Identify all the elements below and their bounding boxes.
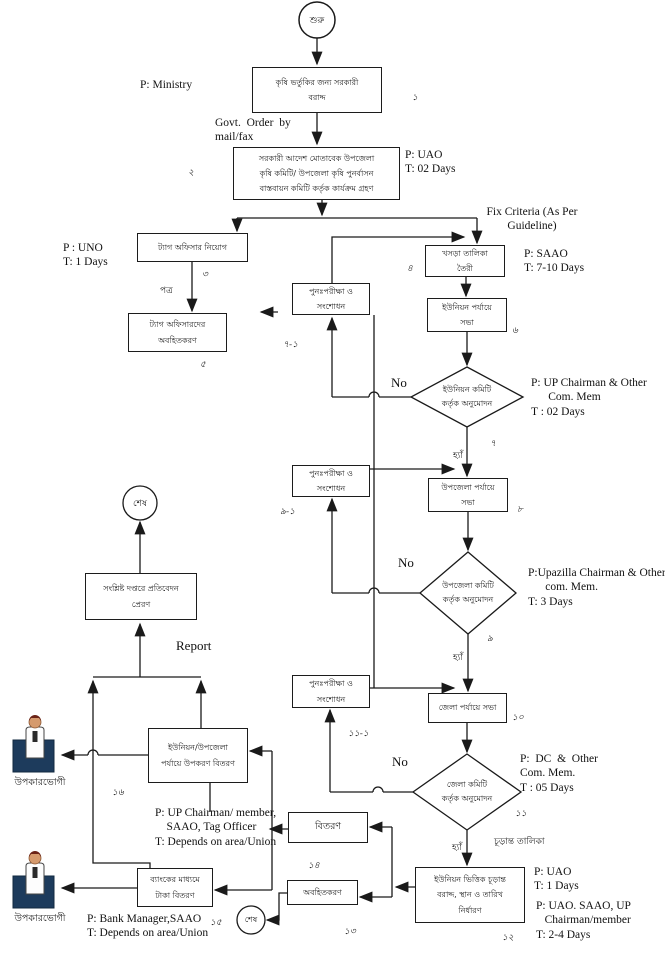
node-union-materials: ইউনিয়ন/উপজেলা পর্যায়ে উপকরণ বিতরণ <box>148 728 248 783</box>
edge-no11-recheck <box>330 710 413 793</box>
end-label-1: শেষ <box>133 498 147 509</box>
node-recheck-11-1: পুনঃপরীক্ষা ও সংশোধন <box>292 675 370 708</box>
beneficiary-icon <box>12 715 55 773</box>
node-notify: অবহিতকরণ <box>287 880 358 905</box>
decision-union-approval: ইউনিয়ন কমিটি কর্তৃক অনুমোদন <box>441 384 493 408</box>
start-label: শুরু <box>309 15 325 26</box>
edge-recheck7-draftlist <box>331 231 466 283</box>
step-number-4: ৪ <box>407 264 413 274</box>
yes-label-7: হ্যাঁ <box>453 451 463 461</box>
node-recheck-9-1: পুনঃপরীক্ষা ও সংশোধন <box>292 465 370 497</box>
step-number-15: ১৫ <box>210 918 222 928</box>
end-label-2: শেষ <box>244 914 258 924</box>
end-terminator-2 <box>236 905 266 935</box>
annotation-uno: P : UNO T: 1 Days <box>63 242 108 269</box>
edge-label-fix-criteria: Fix Criteria (As Per Guideline) <box>486 206 578 233</box>
step-number-6: ৬ <box>512 326 518 336</box>
line-hop <box>372 786 384 793</box>
annotation-dc: P: DC & Other Com. Mem. T : 05 Days <box>520 753 598 794</box>
annotation-uao-2: P: UAO T: 1 Days <box>534 866 579 893</box>
no-label-11: No <box>392 754 408 769</box>
step-number-11-1: ১১-১ <box>348 729 369 739</box>
node-final-allocation: ইউনিয়ন ভিত্তিক চূড়ান্ত বরাদ্দ, স্থান ও… <box>415 867 525 923</box>
edge-bank-report <box>87 679 151 868</box>
step-number-3: ৩ <box>202 270 208 280</box>
node-tag-officer-inform: ট্যাগ অফিসারদের অবহিতকরণ <box>128 313 227 352</box>
step-number-5: ৫ <box>200 360 206 370</box>
line-hop <box>87 749 99 756</box>
annotation-ministry: P: Ministry <box>140 79 193 91</box>
beneficiary-label-2: উপকারভোগী <box>14 913 66 924</box>
step-number-1: ১ <box>412 93 418 103</box>
node-tag-officer-appoint: ট্যাগ অফিসার নিয়োগ <box>137 233 248 262</box>
beneficiary-label-1: উপকারভোগী <box>14 777 66 788</box>
annotation-up-chairman-2: P: UP Chairman/ member, SAAO, Tag Office… <box>155 807 277 848</box>
no-label-7: No <box>391 375 407 390</box>
node-draft-list: খসড়া তালিকা তৈরী <box>425 245 505 277</box>
annotation-saao: P: SAAO T: 7-10 Days <box>524 248 585 275</box>
edge-label-govt-order: Govt. Order by mail/fax <box>215 117 291 144</box>
node-bank-money: ব্যাংকের মাধ্যমে টাকা বিতরণ <box>137 868 213 907</box>
yes-label-9: হ্যাঁ <box>453 653 463 663</box>
step-number-12: ১২ <box>502 933 514 943</box>
step-number-13: ১৩ <box>344 927 356 937</box>
yes-label-11: হ্যাঁ <box>452 843 462 853</box>
no-label-9: No <box>398 555 414 570</box>
edge-no9-recheck <box>332 499 420 594</box>
annotation-up-chairman: P: UP Chairman & Other Com. Mem T : 02 D… <box>531 377 647 418</box>
end-terminator-1 <box>122 485 158 521</box>
node-district-meeting: জেলা পর্যায়ে সভা <box>428 693 507 723</box>
decision-upazilla-approval: উপজেলা কমিটি কর্তৃক অনুমোদন <box>442 580 494 604</box>
annotation-uao: P: UAO T: 02 Days <box>405 149 456 176</box>
step-number-7-1: ৭-১ <box>283 340 298 350</box>
node-recheck-7-1: পুনঃপরীক্ষা ও সংশোধন <box>292 283 370 315</box>
annotation-bank-manager: P: Bank Manager,SAAO T: Depends on area/… <box>87 913 209 940</box>
step-number-10: ১০ <box>512 713 524 723</box>
step-number-2: ২ <box>188 168 194 178</box>
decision-district-approval: জেলা কমিটি কর্তৃক অনুমোদন <box>441 779 493 803</box>
step-number-8: ৮ <box>517 505 523 515</box>
step-number-7: ৭ <box>490 439 496 449</box>
node-report-send: সংশ্লিষ্ট দপ্তরে প্রতিবেদন প্রেরণ <box>85 573 197 620</box>
node-committee-action: সরকারী আদেশ মোতাবেক উপজেলা কৃষি কমিটি/ উ… <box>233 147 400 200</box>
node-union-meeting: ইউনিয়ন পর্যায়ে সভা <box>427 298 507 332</box>
edge-notify-end <box>265 892 287 926</box>
step-number-11: ১১ <box>515 809 527 819</box>
step-number-9: ৯ <box>487 634 493 644</box>
step-number-16: ১৬ <box>112 788 124 798</box>
annotation-uao-saao: P: UAO. SAAO, UP Chairman/member T: 2-4 … <box>536 900 631 941</box>
node-distribution: বিতরণ <box>288 812 368 843</box>
annotation-upazilla-chairman: P:Upazilla Chairman & Other com. Mem. T:… <box>528 567 665 608</box>
edge-no7-recheck <box>332 318 411 398</box>
node-upazilla-meeting: উপজেলা পর্যায়ে সভা <box>428 478 508 512</box>
edge-label-letter: পত্র <box>160 286 173 296</box>
edge-label-final-list: চূড়ান্ত তালিকা <box>494 837 545 847</box>
step-number-14: ১৪ <box>308 861 320 871</box>
edge-label-report: Report <box>176 638 212 653</box>
node-allocation: কৃষি ভর্তুকির জন্য সরকারী বরাদ্দ <box>252 67 382 113</box>
beneficiary-icon <box>12 851 55 909</box>
step-number-9-1: ৯-১ <box>280 507 295 517</box>
